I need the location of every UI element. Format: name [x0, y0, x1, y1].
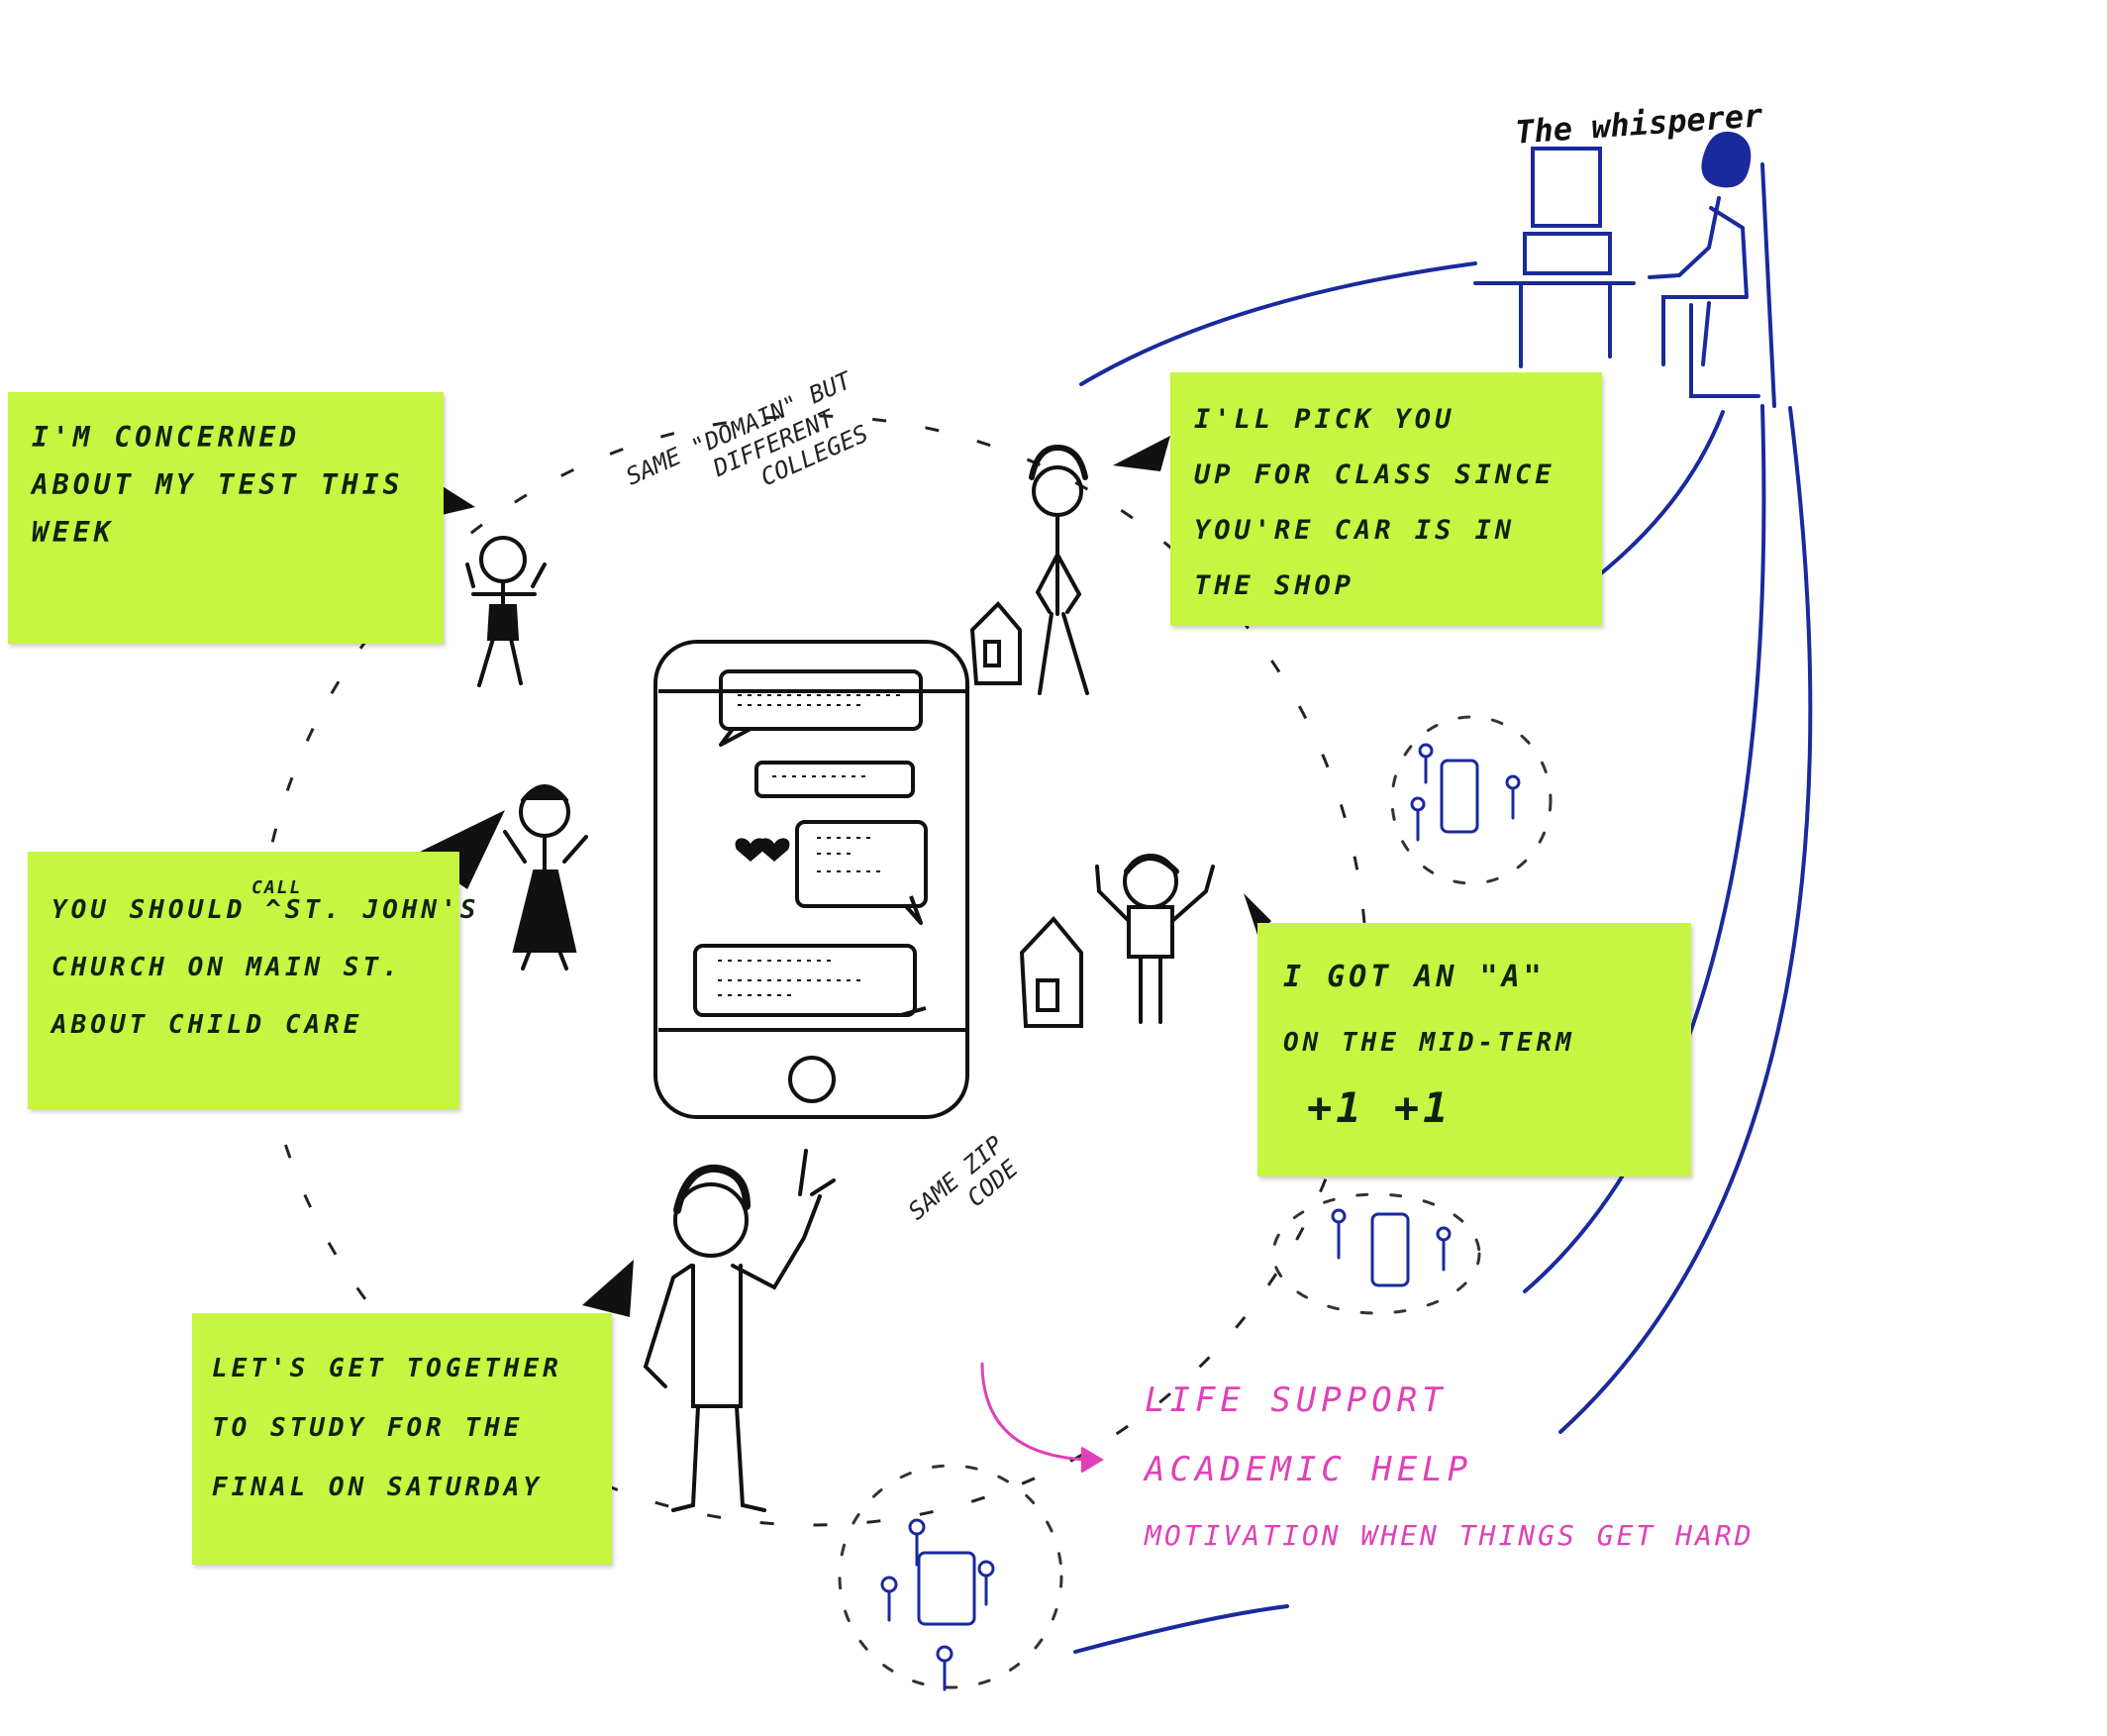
small-group-3: [838, 1464, 1063, 1691]
note-insert: CALL: [251, 877, 303, 898]
person-figure-grade: [1095, 854, 1215, 1024]
connector-to-circle: [1079, 261, 1477, 386]
support-item-academic: ACADEMIC HELP: [1145, 1450, 1473, 1489]
heart-icons: [735, 838, 790, 862]
sticky-note-study: LET'S GET TOGETHER TO STUDY FOR THE FINA…: [192, 1313, 612, 1565]
note-line: +1 +1: [1307, 1083, 1453, 1132]
pink-arrow: [980, 1362, 1104, 1474]
note-line: FINAL ON SATURDAY: [212, 1473, 544, 1502]
connector-to-group-4: [1073, 1604, 1289, 1654]
small-group-1: [1390, 715, 1553, 885]
chat-bubble-2: [754, 761, 915, 798]
note-line: YOU'RE CAR IS IN: [1194, 515, 1516, 546]
sticky-note-church: CALL YOU SHOULD ^ST. JOHN'S CHURCH ON MA…: [28, 852, 480, 1109]
person-figure-concerned: [465, 536, 547, 687]
house-sketch-2: [1019, 915, 1083, 1028]
note-line: I'LL PICK YOU: [1194, 404, 1455, 435]
person-figure-church: [503, 784, 588, 970]
connector-to-group-2: [1523, 404, 1766, 1293]
note-line: LET'S GET TOGETHER: [212, 1354, 562, 1383]
connector-curves: [1073, 261, 1813, 1654]
chat-bubble-1: [719, 669, 923, 731]
chat-bubble-4: [693, 944, 917, 1017]
support-item-life: LIFE SUPPORT: [1145, 1380, 1448, 1420]
connector-to-group-3: [1558, 406, 1813, 1434]
note-line: UP FOR CLASS SINCE: [1194, 460, 1555, 490]
note-line: YOU SHOULD ^ST. JOHN'S: [51, 895, 480, 925]
speech-pointers: [416, 436, 1271, 1317]
note-line: ABOUT CHILD CARE: [51, 1010, 363, 1040]
small-group-2: [1271, 1192, 1481, 1315]
note-line: ABOUT MY TEST THIS: [32, 468, 404, 501]
chat-bubble-3: [795, 820, 928, 908]
person-figure-pickup: [1029, 444, 1089, 695]
note-line: THE SHOP: [1194, 570, 1355, 601]
support-item-motivation: MOTIVATION WHEN THINGS GET HARD: [1145, 1519, 1755, 1552]
note-line: I'M CONCERNED: [32, 421, 301, 454]
sticky-note-concerned: I'M CONCERNED ABOUT MY TEST THIS WEEK: [8, 392, 444, 644]
note-line: CHURCH ON MAIN ST.: [51, 953, 402, 982]
whisperer-sketch: [1473, 132, 1776, 408]
sticky-note-pickup: I'LL PICK YOU UP FOR CLASS SINCE YOU'RE …: [1170, 372, 1602, 626]
person-figure-study: [643, 1149, 836, 1512]
phone-sketch: [653, 640, 969, 1119]
house-sketch-1: [969, 601, 1022, 685]
note-line: WEEK: [32, 516, 115, 549]
note-line: ON THE MID-TERM: [1283, 1028, 1575, 1058]
note-line: TO STUDY FOR THE: [212, 1413, 524, 1443]
note-line: I GOT AN "A": [1283, 960, 1546, 994]
sticky-note-grade: I GOT AN "A" ON THE MID-TERM +1 +1: [1257, 923, 1691, 1176]
